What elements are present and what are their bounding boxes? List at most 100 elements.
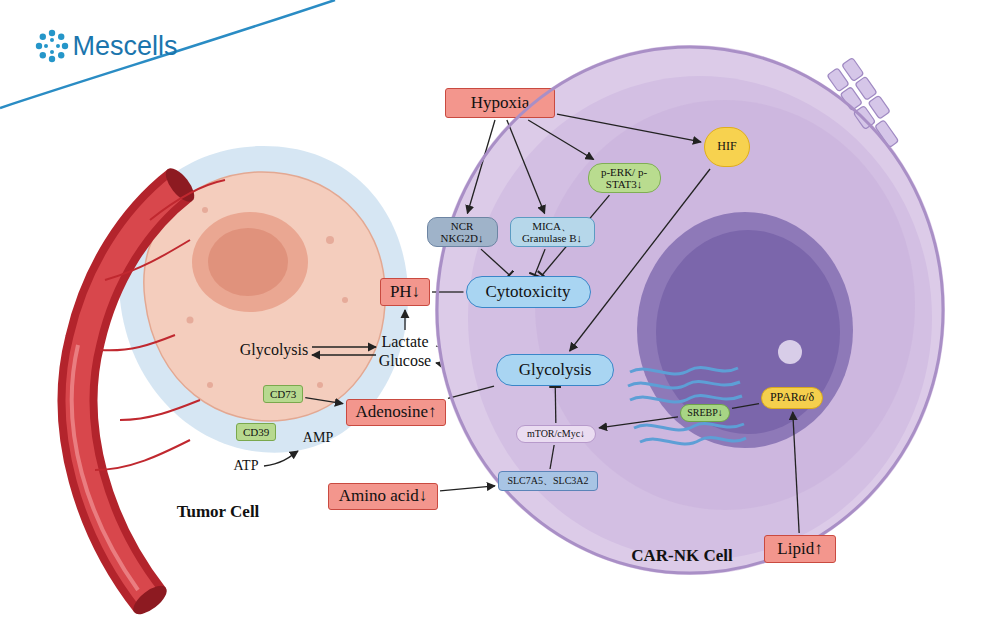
er-fold [630, 396, 742, 402]
logo-dot [50, 50, 54, 54]
logo-dot [58, 34, 64, 40]
cell-outline: CAR-NK Cell NCR NKG2D↓ MICA、 Granulase B↓ p… [435, 45, 945, 575]
node-text: SREBP↓ [687, 407, 723, 418]
connector-arrow [732, 404, 759, 409]
node-text: PH↓ [390, 282, 420, 301]
receptor-domain [842, 58, 864, 82]
node-text: Adenosine↑ [355, 402, 436, 421]
nucleolus [778, 340, 802, 364]
capillary [120, 400, 200, 420]
granule [207, 382, 213, 388]
capillary [105, 240, 190, 280]
granule [187, 317, 194, 324]
connector-arrow [305, 398, 343, 404]
granule [202, 207, 208, 213]
brand-logo-text: Mescells [72, 32, 177, 62]
node-text: HIF [717, 140, 736, 153]
flow-arrow [312, 346, 376, 347]
connector-arrow [440, 486, 495, 491]
enzyme-box: CD73 [263, 385, 303, 403]
receptor-domain [868, 95, 890, 119]
granule [342, 297, 348, 303]
factor-box: Hypoxia [445, 88, 555, 118]
inhibition-connector [535, 249, 545, 275]
inhibition-connector [481, 249, 509, 275]
connector-arrow [507, 120, 545, 214]
protein-label: SREBP↓ [680, 404, 730, 422]
logo-icon [36, 30, 68, 62]
node-text: p-ERK/ p-STAT3↓ [595, 166, 654, 191]
logo-dot [62, 43, 68, 49]
metabolite-label: AMP [303, 430, 333, 445]
enzyme-box: CD39 [236, 423, 276, 441]
process-box: Glycolysis [496, 354, 614, 386]
factor-box: PH↓ [380, 278, 430, 306]
receptor-domain [855, 76, 877, 100]
blood-vessel [78, 185, 180, 600]
capillary [150, 180, 225, 220]
er-fold [630, 368, 738, 374]
connectors [305, 114, 799, 533]
tumor-nucleus-inner [208, 228, 288, 296]
connector-arrow [793, 412, 799, 533]
connector-arrow [448, 386, 494, 398]
node-text: PPARα/δ [770, 391, 814, 404]
nucleus [637, 212, 853, 448]
transporter: SLC7A5、SLC3A2 [498, 471, 598, 491]
membrane-outline [437, 47, 943, 573]
logo-dot [49, 56, 55, 62]
logo-dot [44, 44, 48, 48]
blood-vessel-lumen [78, 185, 180, 600]
connector-arrow [467, 120, 495, 214]
connector-arrow [570, 169, 710, 351]
logo-dot [40, 52, 46, 58]
tumor-granules [187, 207, 349, 388]
factor-box: Lipid↑ [764, 535, 836, 563]
cell-title: CAR-NK Cell [631, 546, 733, 565]
er-fold [640, 438, 746, 444]
granule [317, 382, 323, 388]
factor-box: Adenosine↑ [346, 399, 446, 426]
node-text: Lipid↑ [777, 539, 822, 558]
car-receptor [827, 58, 907, 154]
flow-arrow [312, 354, 376, 355]
logo-dot [56, 44, 60, 48]
granule [326, 236, 334, 244]
er-fold [634, 424, 744, 430]
connector-arrow [557, 114, 701, 142]
er-fold [628, 382, 740, 388]
endoplasmic-reticulum [628, 368, 746, 444]
hif-protein: HIF [704, 127, 750, 167]
node-text: Cytotoxicity [486, 282, 571, 301]
blood-vessel-highlight [72, 345, 138, 590]
node-text: Glycolysis [519, 360, 592, 379]
node-text: mTOR/cMyc↓ [527, 428, 585, 439]
cell-title: Tumor Cell [177, 503, 260, 522]
metabolite-label: Glucose [379, 352, 431, 370]
logo-dot [36, 43, 42, 49]
capillaries [95, 180, 225, 470]
nuclear-receptor: PPARα/δ [761, 387, 823, 409]
cell-body [435, 45, 945, 575]
reaction-arc [264, 451, 298, 466]
protein-label: mTOR/cMyc↓ [516, 425, 596, 443]
metabolite-label: ATP [234, 458, 259, 473]
cell-membrane [435, 45, 945, 575]
logo-dot [49, 30, 55, 36]
cell-inner-region [535, 100, 915, 510]
factor-box: Amino acid↓ [328, 483, 438, 510]
connector-arrow [528, 120, 593, 160]
inhibition-connector [555, 387, 557, 423]
process-box: Cytotoxicity [466, 276, 591, 308]
receptor-protein: NCR NKG2D↓ [427, 217, 498, 248]
metabolite-label: Lactate [381, 333, 428, 351]
connector-arrow [599, 417, 678, 428]
logo-arc [0, 0, 335, 108]
node-text: MICA、 Granulase B↓ [517, 220, 588, 245]
vessel-end [129, 581, 172, 620]
cell-cytoplasm [468, 76, 932, 560]
node-text: CD73 [270, 388, 296, 400]
signal-protein: p-ERK/ p-STAT3↓ [588, 163, 661, 194]
node-text: NCR NKG2D↓ [434, 220, 491, 245]
